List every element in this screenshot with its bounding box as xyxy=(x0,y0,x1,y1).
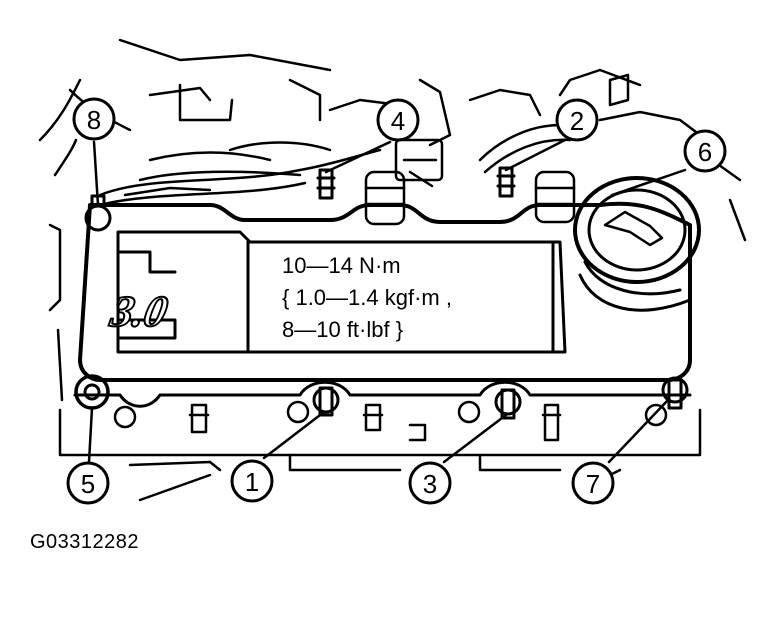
cover-rib-left xyxy=(118,250,177,274)
engine-badge: 3.0 xyxy=(106,286,172,335)
callout-8: 8 xyxy=(87,105,101,135)
cover-flange xyxy=(73,380,692,408)
callout-4-circle xyxy=(376,98,420,142)
bolt-1 xyxy=(312,386,340,417)
callout-6-circle xyxy=(683,129,727,173)
callout-2: 2 xyxy=(570,106,584,136)
callout-3-circle xyxy=(408,461,452,505)
callout-1-circle xyxy=(230,459,274,503)
torque-spec-nm: 10—14 N·m xyxy=(282,253,401,278)
callout-7: 7 xyxy=(586,469,600,499)
callout-2-circle xyxy=(555,98,599,142)
valve-cover-inner xyxy=(116,230,567,354)
bolt-2 xyxy=(496,166,516,198)
callout-3: 3 xyxy=(423,469,437,499)
figure-code: G03312282 xyxy=(30,531,140,553)
oil-filler-cap xyxy=(573,176,701,312)
callout-7-circle xyxy=(571,461,615,505)
torque-spec-kgfm: { 1.0—1.4 kgf·m , xyxy=(282,285,452,310)
callout-5-circle xyxy=(66,461,110,505)
callout-8-circle xyxy=(72,97,116,141)
cover-rib-left-2 xyxy=(118,318,177,340)
bolt-5 xyxy=(74,374,110,410)
bolt-7 xyxy=(661,376,689,410)
callout-4: 4 xyxy=(391,106,405,136)
callout-5: 5 xyxy=(81,469,95,499)
lower-block-lines xyxy=(128,453,622,502)
wire-harness xyxy=(98,123,572,207)
bolt-4 xyxy=(316,168,336,200)
callout-6: 6 xyxy=(698,137,712,167)
torque-spec-ftlbf: 8—10 ft·lbf } xyxy=(282,317,404,342)
torque-spec-text: 10—14 N·m { 1.0—1.4 kgf·m , 8—10 ft·lbf … xyxy=(282,250,452,346)
bolt-3 xyxy=(494,388,522,420)
torque-spec-box xyxy=(246,240,555,354)
head-holes xyxy=(113,400,668,442)
left-side-edge xyxy=(48,223,64,402)
leader-lines xyxy=(87,138,687,464)
callout-1: 1 xyxy=(245,467,259,497)
cylinder-head-base xyxy=(58,408,702,457)
upper-engine-lines xyxy=(38,38,747,242)
